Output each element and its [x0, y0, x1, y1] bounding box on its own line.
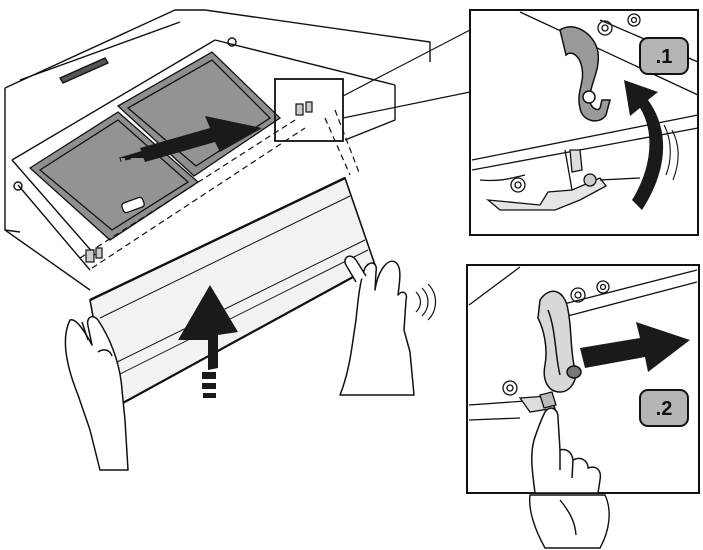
step-1-label: .1: [656, 46, 673, 68]
step-2-label: .2: [656, 398, 673, 420]
hand-right-icon: [339, 255, 415, 396]
step-2-badge: .2: [639, 389, 689, 427]
hinge-right-icon: [295, 101, 313, 116]
finger-icon: [531, 407, 602, 494]
hand-fingers-lower-icon: [528, 494, 610, 549]
hook-bracket-icon: [559, 26, 611, 122]
detail-1-panel: .1: [469, 9, 699, 236]
lift-arrow-icon: [178, 285, 238, 398]
slide-arrow-icon: [118, 116, 262, 162]
hook-bracket-2-icon: [537, 290, 582, 393]
push-arrow-icon: [580, 322, 690, 372]
detail-callout-box: [274, 78, 344, 142]
hinge-left-icon: [85, 247, 103, 263]
detail-2-panel: .2: [466, 264, 700, 494]
hood-body: [4, 9, 431, 291]
callout-leader-lines: [342, 29, 471, 119]
hand-left-icon: [64, 315, 129, 471]
vibration-marks-icon: [415, 283, 437, 321]
curved-arrow-icon: [624, 80, 679, 210]
alignment-guides: [79, 109, 361, 269]
step-1-badge: .1: [639, 37, 689, 75]
